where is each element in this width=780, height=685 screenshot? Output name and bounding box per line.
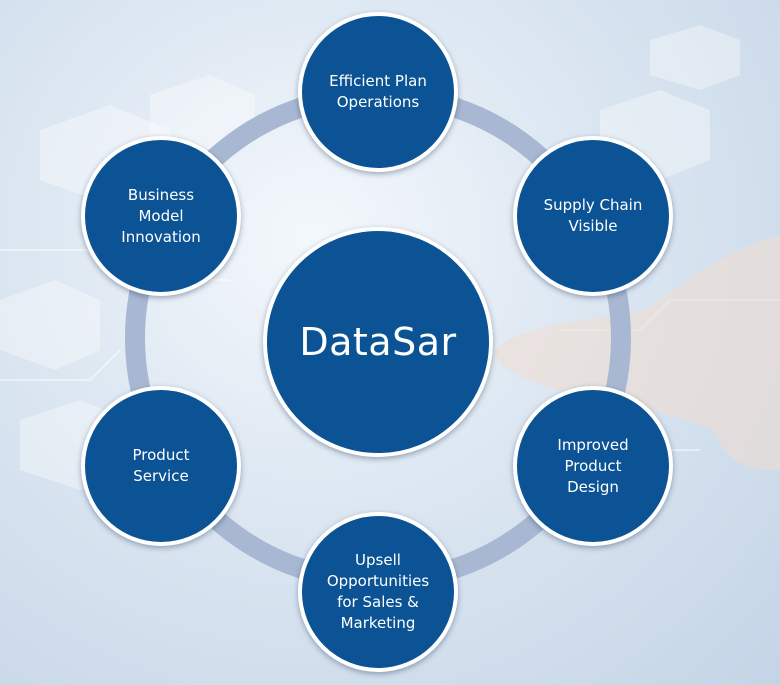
center-label: DataSar — [299, 320, 457, 364]
node-efficient-plan-operations: Efficient Plan Operations — [298, 12, 458, 172]
node-upsell-opportunities: Upsell Opportunities for Sales & Marketi… — [298, 512, 458, 672]
node-product-service: Product Service — [81, 386, 241, 546]
node-supply-chain-visible: Supply Chain Visible — [513, 136, 673, 296]
node-label: Supply Chain Visible — [543, 196, 643, 235]
node-label: Upsell Opportunities for Sales & Marketi… — [326, 551, 430, 632]
node-improved-product-design: Improved Product Design — [513, 386, 673, 546]
pointing-hand-silhouette — [495, 235, 780, 470]
node-label: Business Model Innovation — [121, 185, 201, 246]
node-label: Efficient Plan Operations — [329, 72, 427, 111]
center-node-datasar: DataSar — [263, 227, 493, 457]
node-label: Improved Product Design — [557, 435, 629, 496]
node-business-model-innovation: Business Model Innovation — [81, 136, 241, 296]
node-label: Product Service — [132, 446, 190, 485]
